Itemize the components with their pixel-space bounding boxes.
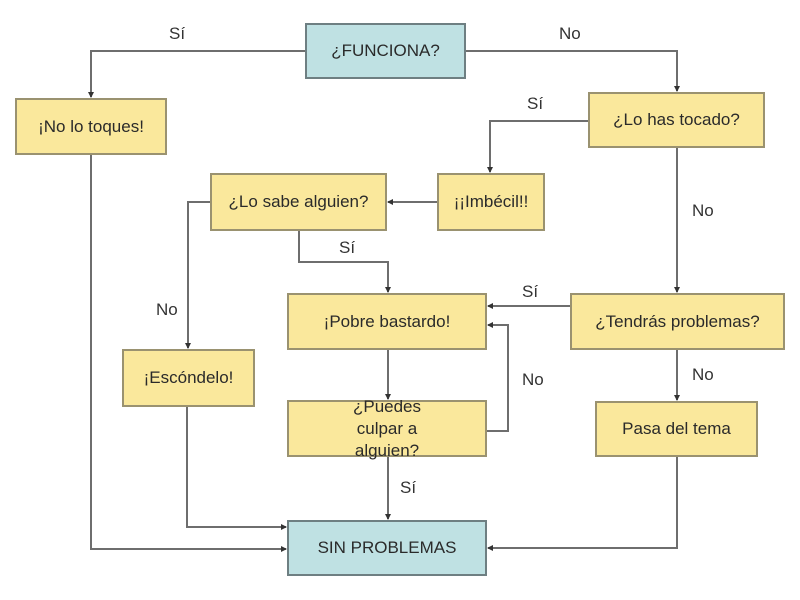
node-label: ¿Lo sabe alguien? xyxy=(228,192,369,211)
edge-pasa-sin xyxy=(487,457,678,551)
node-label: ¡¡Imbécil!! xyxy=(453,192,529,211)
node-label: ¿Puedes culpar a alguien? xyxy=(352,396,422,460)
node-label: ¿Tendrás problemas? xyxy=(595,311,760,331)
node-no-lo-toques: ¡No lo toques! xyxy=(15,98,167,155)
node-label: ¡No lo toques! xyxy=(38,116,144,136)
edge-label-funciona-no: No xyxy=(559,24,581,43)
edge-label-tocado-si: Sí xyxy=(527,94,544,113)
node-label: SIN PROBLEMAS xyxy=(317,538,457,557)
edge-sabe-no xyxy=(185,201,210,349)
node-pasa-del-tema: Pasa del tema xyxy=(595,401,758,457)
edge-tocado-si xyxy=(487,120,588,173)
edge-label-tendras-no: No xyxy=(692,365,714,384)
edge-label-culpar-no: No xyxy=(522,370,544,389)
edge-funciona-no xyxy=(466,50,680,92)
node-label: ¿FUNCIONA? xyxy=(331,41,440,60)
edge-label-tocado-no: No xyxy=(692,201,714,220)
edge-notoques-sin xyxy=(90,155,287,552)
edge-label-culpar-si: Sí xyxy=(400,478,417,497)
edge-label-sabe-no: No xyxy=(156,300,178,319)
edge-funciona-si xyxy=(88,50,305,98)
edge-escondelo-sin xyxy=(186,407,287,530)
node-label: ¿Lo has tocado? xyxy=(613,110,740,129)
node-puedes-culpar: ¿Puedes culpar a alguien? xyxy=(287,397,487,460)
node-label: ¡Pobre bastardo! xyxy=(323,311,451,331)
edge-label-sabe-si: Sí xyxy=(339,238,356,257)
edge-sabe-si xyxy=(298,231,391,293)
edge-culpar-no xyxy=(487,322,509,432)
edge-label-funciona-si: Sí xyxy=(169,24,186,43)
node-escondelo: ¡Escóndelo! xyxy=(122,349,255,407)
node-pobre-bastardo: ¡Pobre bastardo! xyxy=(287,293,487,350)
node-tendras-problemas: ¿Tendrás problemas? xyxy=(570,293,785,350)
node-lo-sabe-alguien: ¿Lo sabe alguien? xyxy=(210,173,387,231)
node-funciona: ¿FUNCIONA? xyxy=(305,23,466,79)
node-label: ¡Escóndelo! xyxy=(143,368,234,387)
node-label: Pasa del tema xyxy=(622,419,731,438)
edge-label-tendras-si: Sí xyxy=(522,282,539,301)
node-sin-problemas: SIN PROBLEMAS xyxy=(287,520,487,576)
node-imbecil: ¡¡Imbécil!! xyxy=(437,173,545,231)
node-lo-has-tocado: ¿Lo has tocado? xyxy=(588,92,765,148)
